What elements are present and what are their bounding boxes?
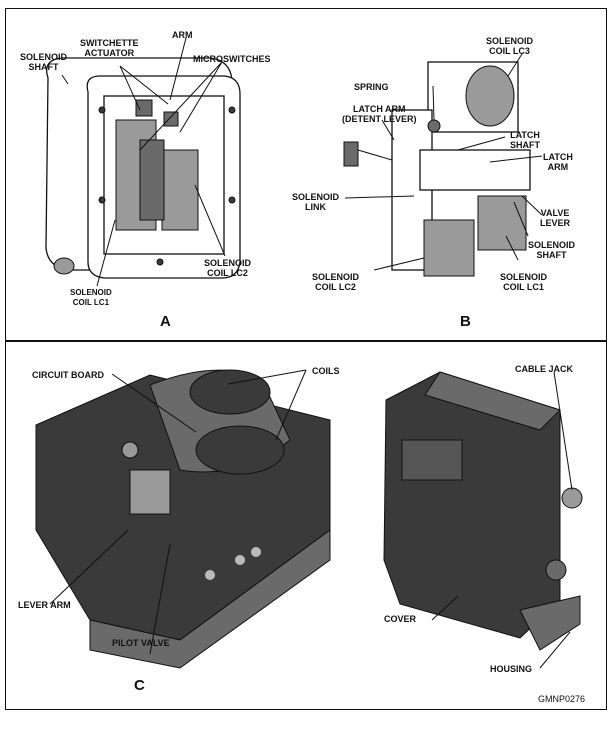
label-latch-shaft: LATCH SHAFT [510,130,540,150]
figure-id: GMNP0276 [538,694,586,704]
label-cable-jack: CABLE JACK [515,364,574,374]
label-pilot-valve: PILOT VALVE [112,638,170,648]
label-latch-arm: LATCH ARM [543,152,573,172]
label-coils: COILS [312,366,340,376]
label-solenoid-coil-lc2-b: SOLENOID COIL LC2 [312,272,360,292]
label-solenoid-coil-lc3: SOLENOID COIL LC3 [486,36,534,56]
panel-letter-b: B [460,313,471,330]
panel-b-drawing [343,53,543,277]
figure-frame [5,8,607,710]
panel-d-drawing [383,371,583,669]
label-arm: ARM [172,30,193,40]
panel-letter-a: A [160,313,171,330]
label-housing: HOUSING [490,664,533,674]
label-valve-lever: VALVE LEVER [540,208,571,228]
label-latch-arm-detent-lever: LATCH ARM (DETENT LEVER) [342,104,417,124]
label-lever-arm: LEVER ARM [18,600,71,610]
label-microswitches: MICROSWITCHES [193,54,271,64]
label-solenoid-link: SOLENOID LINK [292,192,340,212]
panel-a-drawing [45,37,241,287]
label-solenoid-shaft-a: SOLENOID SHAFT [20,52,68,72]
label-solenoid-coil-lc1-b: SOLENOID COIL LC1 [500,272,548,292]
label-solenoid-coil-lc2-a: SOLENOID COIL LC2 [204,258,252,278]
horizontal-divider [5,340,607,342]
label-switchette-actuator: SWITCHETTE ACTUATOR [80,38,139,58]
label-spring: SPRING [354,82,389,92]
panel-letter-c: C [134,677,145,694]
panel-c-drawing [35,369,331,669]
label-cover: COVER [384,614,417,624]
label-circuit-board: CIRCUIT BOARD [32,370,104,380]
label-solenoid-shaft-b: SOLENOID SHAFT [528,240,576,260]
label-solenoid-coil-lc1-a: SOLENOID COIL LC1 [70,288,112,307]
